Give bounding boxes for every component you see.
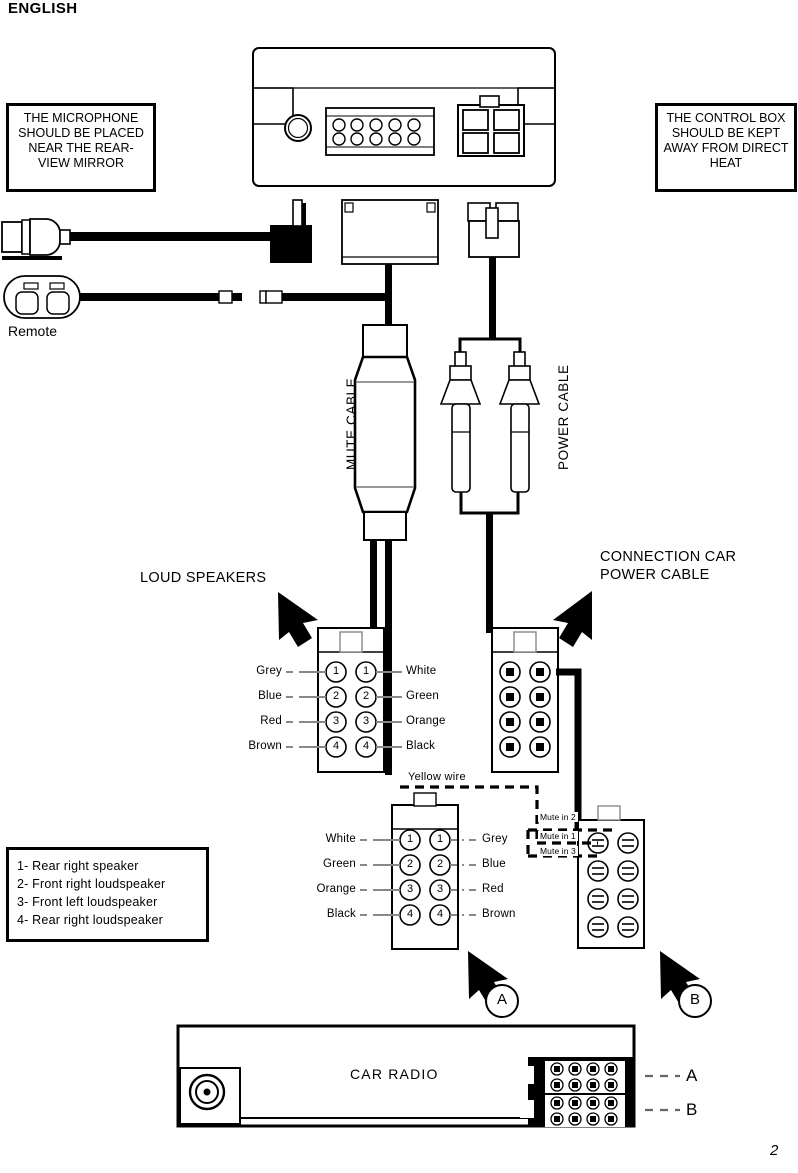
speaker-top-left-wire: Brown xyxy=(248,740,282,752)
speaker-bottom-left-wire: White xyxy=(325,833,356,845)
speaker-top-pin: 1 xyxy=(362,665,370,677)
speaker-bottom-right-wire: Grey xyxy=(482,833,508,845)
connection-car-power-cable-label: CONNECTION CAR POWER CABLE xyxy=(600,548,775,584)
speaker-legend: 1- Rear right speaker 2- Front right lou… xyxy=(6,847,209,942)
yellow-wire-label: Yellow wire xyxy=(408,771,466,783)
mute-cable-icon xyxy=(353,324,417,775)
power-plug-top-icon xyxy=(467,202,520,339)
speaker-bottom-right-wire: Red xyxy=(482,883,504,895)
speaker-top-right-wire: Orange xyxy=(406,715,446,727)
mute-in-2-label: Mute in 2 xyxy=(538,812,578,822)
page-title: ENGLISH xyxy=(8,0,78,17)
power-connector-top-icon xyxy=(491,627,582,838)
remote-icon xyxy=(3,275,390,319)
speaker-top-pin: 3 xyxy=(362,715,370,727)
speaker-bottom-pin: 2 xyxy=(406,858,414,870)
iso-adapter-block-icon xyxy=(340,199,439,325)
remote-label: Remote xyxy=(8,323,58,339)
power-cable-icon xyxy=(439,337,541,633)
speaker-top-pin: 4 xyxy=(332,740,340,752)
page-number: 2 xyxy=(770,1142,779,1159)
speaker-bottom-pin: 4 xyxy=(406,908,414,920)
loud-speakers-label: LOUD SPEAKERS xyxy=(140,570,267,586)
speaker-top-right-wire: Green xyxy=(406,690,439,702)
speaker-bottom-pin: 4 xyxy=(436,908,444,920)
mute-connector-icon xyxy=(577,805,645,949)
speaker-connector-top-icon xyxy=(286,627,402,773)
speaker-bottom-pin: 1 xyxy=(406,833,414,845)
marker-a: A xyxy=(485,984,519,1018)
radio-connector-a-label: A xyxy=(686,1066,698,1085)
power-cable-label: POWER CABLE xyxy=(556,364,571,470)
speaker-bottom-left-wire: Black xyxy=(326,908,356,920)
legend-item: 1- Rear right speaker xyxy=(17,859,139,873)
speaker-top-pin: 1 xyxy=(332,665,340,677)
speaker-top-left-wire: Blue xyxy=(258,690,282,702)
speaker-top-pin: 3 xyxy=(332,715,340,727)
radio-connector-b-label: B xyxy=(686,1100,698,1119)
yellow-wire-path xyxy=(400,785,616,858)
speaker-top-left-wire: Grey xyxy=(256,665,282,677)
legend-item: 2- Front right loudspeaker xyxy=(17,877,166,891)
car-radio-icon xyxy=(176,1024,680,1128)
arrow-loud-speakers-icon xyxy=(278,592,318,647)
speaker-top-right-wire: White xyxy=(406,665,437,677)
connection-car-power-cable-text: CONNECTION CAR POWER CABLE xyxy=(600,549,737,583)
speaker-top-left-wire: Red xyxy=(260,715,282,727)
car-radio-label: CAR RADIO xyxy=(350,1066,439,1082)
speaker-bottom-right-wire: Brown xyxy=(482,908,516,920)
speaker-bottom-left-wire: Green xyxy=(323,858,356,870)
mute-in-1-label: Mute in 1 xyxy=(538,831,578,841)
control-box-note: THE CONTROL BOX SHOULD BE KEPT AWAY FROM… xyxy=(655,103,797,192)
speaker-top-right-wire: Black xyxy=(406,740,436,752)
speaker-bottom-pin: 3 xyxy=(406,883,414,895)
speaker-bottom-left-wire: Orange xyxy=(316,883,356,895)
speaker-top-pin: 2 xyxy=(362,690,370,702)
legend-item: 3- Front left loudspeaker xyxy=(17,895,158,909)
microphone-note: THE MICROPHONE SHOULD BE PLACED NEAR THE… xyxy=(6,103,156,192)
speaker-top-pin: 2 xyxy=(332,690,340,702)
speaker-connector-bottom-icon xyxy=(360,792,478,950)
marker-b: B xyxy=(678,984,712,1018)
arrow-connection-power-icon xyxy=(553,591,592,647)
speaker-bottom-pin: 2 xyxy=(436,858,444,870)
speaker-bottom-pin: 3 xyxy=(436,883,444,895)
speaker-top-pin: 4 xyxy=(362,740,370,752)
speaker-bottom-pin: 1 xyxy=(436,833,444,845)
speaker-bottom-right-wire: Blue xyxy=(482,858,506,870)
control-box-icon xyxy=(252,47,556,187)
legend-item: 4- Rear right loudspeaker xyxy=(17,913,164,927)
mute-cable-label: MUTE CABLE xyxy=(344,377,359,470)
mute-in-3-label: Mute in 3 xyxy=(538,846,578,856)
microphone-icon xyxy=(1,199,312,263)
